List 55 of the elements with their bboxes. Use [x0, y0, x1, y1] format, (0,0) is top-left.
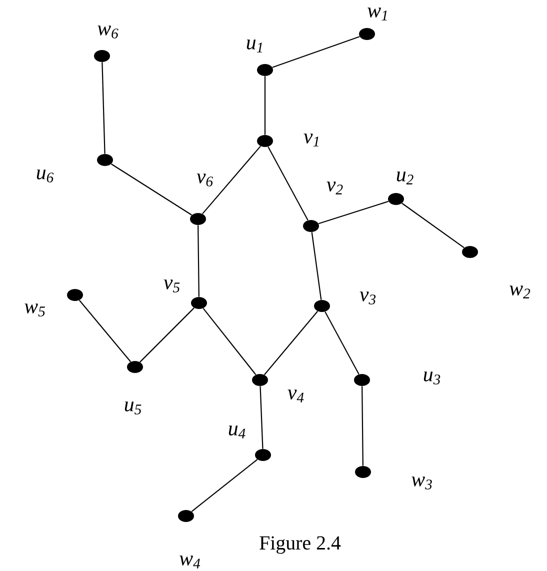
- vertex-label: w$_{4}$: [180, 556, 200, 568]
- vertex-dot: [127, 361, 143, 373]
- vertex-label: w$_{1}$: [368, 8, 387, 20]
- edge-line: [260, 386, 264, 449]
- vertex-label: w$_{3}$: [412, 476, 432, 490]
- edge-line: [198, 225, 200, 297]
- edge-line: [140, 308, 194, 362]
- vertex-label: v$_{6}$: [196, 174, 213, 186]
- vertex-label: u$_{2}$: [396, 172, 414, 184]
- caption: Figure 2.4: [260, 536, 341, 554]
- vertex-label: w$_{5}$: [24, 304, 45, 316]
- vertex-dot: [257, 135, 273, 147]
- edge-line: [202, 146, 261, 214]
- vertex-label: w$_{6}$: [98, 26, 118, 38]
- edge-line: [202, 308, 256, 376]
- edge-line: [102, 62, 106, 154]
- edge-line: [311, 232, 322, 300]
- edge-line: [362, 386, 364, 466]
- vertex-dot: [67, 289, 83, 301]
- vertex-label: v$_{1}$: [304, 134, 318, 146]
- vertex-dot: [303, 220, 319, 232]
- edge-line: [264, 310, 318, 376]
- edge-line: [191, 459, 258, 512]
- vertex-label: u$_{1}$: [246, 40, 262, 52]
- vertex-dot: [97, 154, 113, 166]
- vertex-dot: [191, 297, 207, 309]
- vertex-dot: [94, 50, 110, 62]
- vertex-dot: [355, 466, 371, 478]
- vertex-label: v$_{4}$: [288, 390, 304, 402]
- vertex-dot: [354, 374, 370, 386]
- edge-line: [264, 76, 266, 135]
- edge-line: [78, 300, 132, 362]
- vertex-dot: [257, 64, 273, 76]
- vertex-dot: [190, 213, 206, 225]
- edge-line: [324, 311, 360, 375]
- vertex-dot: [314, 300, 330, 312]
- vertex-label: u$_{6}$: [36, 170, 54, 182]
- vertex-label: u$_{4}$: [228, 426, 246, 438]
- vertex-dot: [255, 449, 271, 461]
- vertex-dot: [359, 28, 375, 40]
- vertex-label: u$_{3}$: [424, 372, 440, 384]
- edge-line: [272, 36, 360, 68]
- edge-line: [110, 164, 192, 216]
- vertex-label: v$_{3}$: [360, 292, 376, 304]
- vertex-dot: [178, 510, 194, 522]
- vertex-dot: [462, 246, 478, 258]
- edge-line: [318, 200, 389, 224]
- vertex-label: w$_{2}$: [510, 286, 530, 298]
- edge-line: [402, 202, 464, 248]
- vertex-dot: [252, 374, 268, 386]
- vertex-label: v$_{2}$: [326, 182, 343, 194]
- vertex-label: u$_{5}$: [124, 402, 142, 414]
- edge-line: [268, 146, 308, 221]
- vertex-label: v$_{5}$: [164, 280, 180, 292]
- vertex-dot: [388, 193, 404, 205]
